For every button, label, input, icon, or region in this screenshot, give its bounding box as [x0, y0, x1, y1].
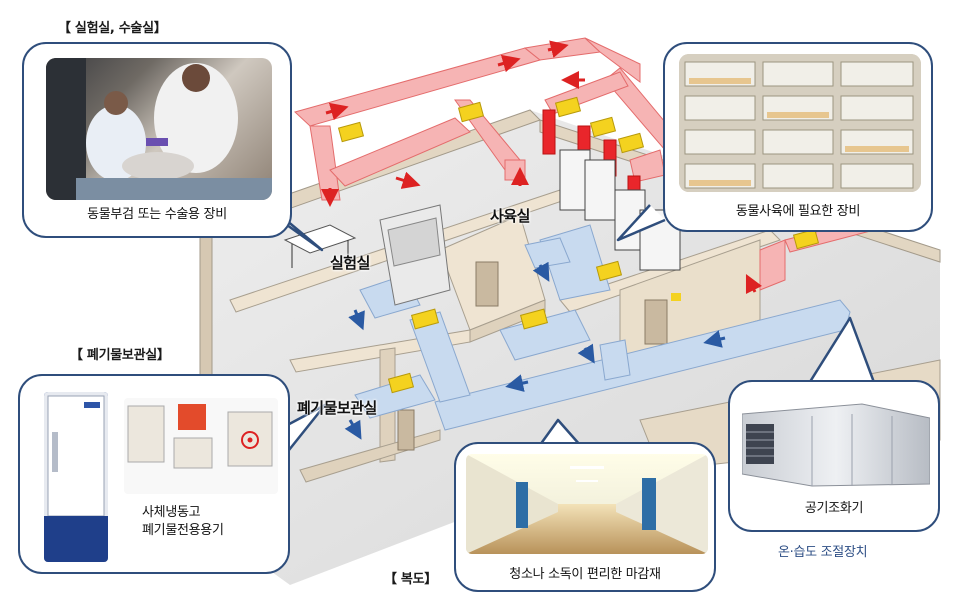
lab-equipment — [283, 204, 451, 306]
section-label-waste-room: 【 폐기물보관실】 — [70, 348, 170, 363]
callout-caption: 공기조화기 — [804, 501, 864, 516]
waste-container-photo — [124, 398, 278, 494]
callout-caption: 동물부검 또는 수술용 장비 — [87, 207, 227, 222]
callout-caption: 동물사육에 필요한 장비 — [735, 204, 861, 219]
callout-caption: 청소나 소독이 편리한 마감재 — [509, 567, 661, 582]
section-label-lab-surgery: 【 실험실, 수술실】 — [58, 21, 167, 36]
biohazard-icon — [241, 431, 259, 449]
freezer-photo — [44, 392, 108, 562]
dampers — [337, 96, 820, 394]
callout-caption-line2: 폐기물전용용기 — [142, 523, 224, 538]
room-label-waste: 폐기물보관실 — [297, 399, 377, 417]
callout-surgery-equipment: 동물부검 또는 수술용 장비 — [22, 42, 292, 238]
room-label-housing: 사육실 — [490, 207, 530, 225]
callout-freezer-waste: 사체냉동고 폐기물전용용기 — [18, 374, 290, 574]
exhaust-duct-system — [354, 224, 851, 431]
blue-arrow-icon — [344, 261, 726, 440]
surgery-photo — [46, 58, 272, 200]
callout-housing-equipment: 동물사육에 필요한 장비 — [663, 42, 933, 232]
corridor-photo — [466, 454, 708, 554]
housing-rack-photo — [679, 54, 921, 192]
red-arrow-icon — [321, 40, 763, 295]
callout-corridor-finish: 청소나 소독이 편리한 마감재 — [454, 442, 716, 592]
room-label-lab: 실험실 — [330, 254, 370, 272]
air-handler-photo — [742, 400, 930, 488]
callout-caption-line1: 사체냉동고 — [142, 505, 201, 520]
callout-air-handler: 공기조화기 — [728, 380, 940, 532]
hvac-note: 온·습도 조절장치 — [778, 545, 868, 560]
section-label-corridor: 【 복도】 — [384, 572, 437, 587]
